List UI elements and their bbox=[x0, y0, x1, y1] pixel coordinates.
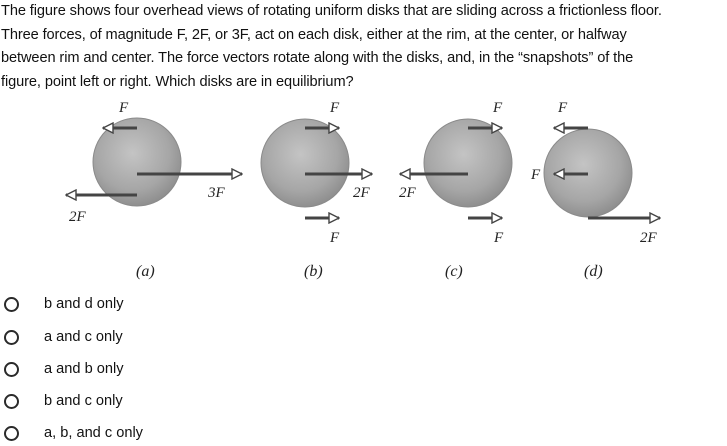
disk-c-label-left: 2F bbox=[399, 185, 417, 201]
disk-c-label-top: F bbox=[492, 100, 503, 116]
disk-b-label-right: 2F bbox=[353, 185, 371, 201]
disk-c: F 2F F (c) bbox=[399, 100, 513, 280]
disk-a-label-top: F bbox=[118, 100, 129, 116]
disk-d-label-right: 2F bbox=[640, 230, 658, 246]
disk-b-caption: (b) bbox=[304, 263, 323, 280]
disk-d: F F 2F (d) bbox=[530, 100, 660, 280]
disk-b-label-bottom: F bbox=[329, 230, 340, 246]
radio-button[interactable] bbox=[4, 329, 19, 345]
radio-button[interactable] bbox=[4, 425, 19, 441]
option-label: a and b only bbox=[44, 361, 124, 377]
radio-button[interactable] bbox=[4, 393, 19, 409]
disk-b-body bbox=[260, 118, 350, 208]
option-label: a, b, and c only bbox=[44, 425, 143, 441]
question-line-1: The figure shows four overhead views of … bbox=[1, 3, 662, 19]
option-b-and-d[interactable]: b and d only bbox=[0, 292, 300, 316]
question-line-3: between rim and center. The force vector… bbox=[1, 50, 634, 66]
question-line-2: Three forces, of magnitude F, 2F, or 3F,… bbox=[1, 26, 627, 43]
option-a-and-c[interactable]: a and c only bbox=[0, 325, 300, 349]
disk-d-label-left: F bbox=[530, 167, 541, 183]
option-b-and-c[interactable]: b and c only bbox=[0, 389, 300, 413]
disk-c-label-bottom: F bbox=[493, 230, 504, 246]
radio-button[interactable] bbox=[4, 361, 19, 377]
option-a-b-and-c[interactable]: a, b, and c only bbox=[0, 421, 300, 445]
option-a-and-b[interactable]: a and b only bbox=[0, 357, 300, 381]
disk-b: F 2F F (b) bbox=[260, 100, 372, 280]
option-label: a and c only bbox=[44, 329, 123, 345]
option-label: b and c only bbox=[44, 393, 123, 409]
disk-a-label-left: 2F bbox=[69, 209, 87, 225]
radio-button[interactable] bbox=[4, 296, 19, 312]
question-text: The figure shows four overhead views of … bbox=[1, 0, 727, 94]
disk-d-caption: (d) bbox=[584, 263, 603, 280]
disk-b-label-top: F bbox=[329, 100, 340, 116]
disk-a-body bbox=[92, 117, 182, 207]
disk-a-caption: (a) bbox=[136, 263, 155, 280]
option-label: b and d only bbox=[44, 296, 124, 312]
question-line-4: figure, point left or right. Which disks… bbox=[1, 73, 354, 90]
disk-d-label-top: F bbox=[557, 100, 568, 116]
disk-c-caption: (c) bbox=[445, 263, 463, 280]
disks-figure: F 3F 2F (a) F 2F F (b) F 2F F (c) bbox=[0, 96, 727, 286]
disk-a: F 3F 2F (a) bbox=[66, 100, 242, 280]
disk-c-body bbox=[423, 118, 513, 208]
disk-a-label-right: 3F bbox=[207, 185, 226, 201]
